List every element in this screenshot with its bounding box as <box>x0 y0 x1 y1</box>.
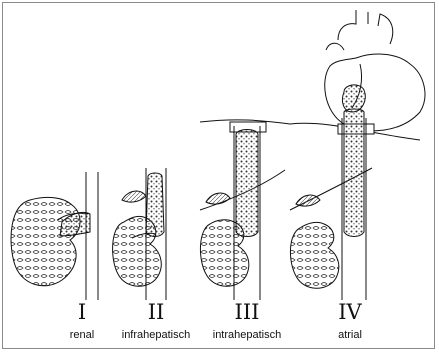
kidney-1 <box>11 197 80 285</box>
stage-1-numeral: I <box>42 302 122 323</box>
heart-4 <box>325 54 425 131</box>
stage-3-drawing <box>200 120 290 300</box>
stage-3-numeral: III <box>207 302 287 323</box>
stage-2-drawing <box>113 168 166 300</box>
adrenal-3 <box>206 193 230 204</box>
stage-3-label: intrahepatisch <box>197 330 297 341</box>
stage-2-numeral: II <box>116 302 196 323</box>
adrenal-2 <box>122 191 146 202</box>
kidney-4 <box>290 222 338 288</box>
stage-4-numeral: IV <box>310 302 390 323</box>
stage-4-label: atrial <box>300 330 400 341</box>
thrombus-4 <box>344 109 364 237</box>
thrombus-2 <box>146 173 164 237</box>
aortic-arch-4 <box>338 10 393 44</box>
thrombus-3 <box>236 130 258 237</box>
stage-2-label: infrahepatisch <box>106 330 206 341</box>
stage-4-drawing <box>290 10 425 300</box>
stage-1-drawing <box>11 172 98 300</box>
adrenal-4 <box>296 195 320 206</box>
